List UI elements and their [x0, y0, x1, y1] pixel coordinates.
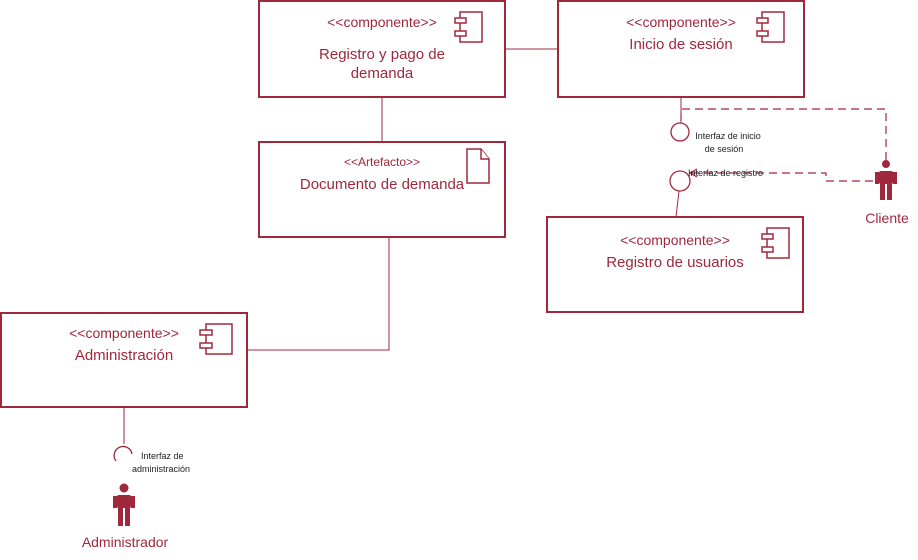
component-inicio-sesion[interactable]: <<componente>> Inicio de sesión — [557, 0, 805, 98]
component-icon — [199, 323, 233, 355]
component-stereotype: <<componente>> — [626, 14, 736, 30]
component-name-line2: demanda — [351, 65, 414, 82]
actor-administrador[interactable]: Administrador — [82, 483, 169, 551]
actor-cliente[interactable]: Cliente — [865, 160, 909, 226]
interface-inicio-sesion[interactable]: Interfaz de inicio de sesión — [670, 122, 761, 154]
connector-usuarios-interfaz — [675, 190, 680, 218]
component-stereotype: <<componente>> — [620, 232, 730, 248]
person-icon — [113, 483, 135, 526]
component-stereotype: <<componente>> — [327, 14, 437, 30]
document-icon — [466, 148, 490, 184]
connector-documento-administracion — [247, 237, 390, 351]
component-name: Registro de usuarios — [606, 254, 744, 271]
interface-registro[interactable]: Interfaz de registro — [669, 168, 763, 192]
interface-label: Interfaz de registro — [688, 168, 763, 178]
artifact-documento-demanda[interactable]: <<Artefacto>> Documento de demanda — [258, 141, 506, 238]
interface-label: Interfaz de — [141, 451, 184, 461]
artifact-stereotype: <<Artefacto>> — [344, 155, 420, 169]
interface-administracion[interactable]: Interfaz de administración — [113, 445, 190, 474]
person-icon — [875, 160, 897, 200]
component-icon — [756, 11, 785, 43]
component-name: Inicio de sesión — [629, 36, 732, 53]
dependency-cliente-registro — [690, 172, 873, 182]
arrowhead-registro — [688, 168, 698, 178]
component-icon — [454, 11, 483, 43]
component-icon — [761, 227, 790, 259]
component-administracion[interactable]: <<componente>> Administración — [0, 312, 248, 408]
component-registro-usuarios[interactable]: <<componente>> Registro de usuarios — [546, 216, 804, 313]
interface-label-line2: de sesión — [705, 144, 744, 154]
actor-label: Administrador — [82, 534, 169, 550]
artifact-name: Documento de demanda — [300, 176, 465, 193]
component-name: Administración — [75, 347, 173, 364]
interface-label: Interfaz de inicio — [695, 131, 761, 141]
actor-label: Cliente — [865, 210, 909, 226]
component-stereotype: <<componente>> — [69, 325, 179, 341]
component-registro-pago[interactable]: <<componente>> Registro y pago de demand… — [258, 0, 506, 98]
interface-label-line2: administración — [132, 464, 190, 474]
component-name: Registro y pago de — [319, 46, 445, 63]
dependency-cliente-inicio — [680, 108, 887, 160]
